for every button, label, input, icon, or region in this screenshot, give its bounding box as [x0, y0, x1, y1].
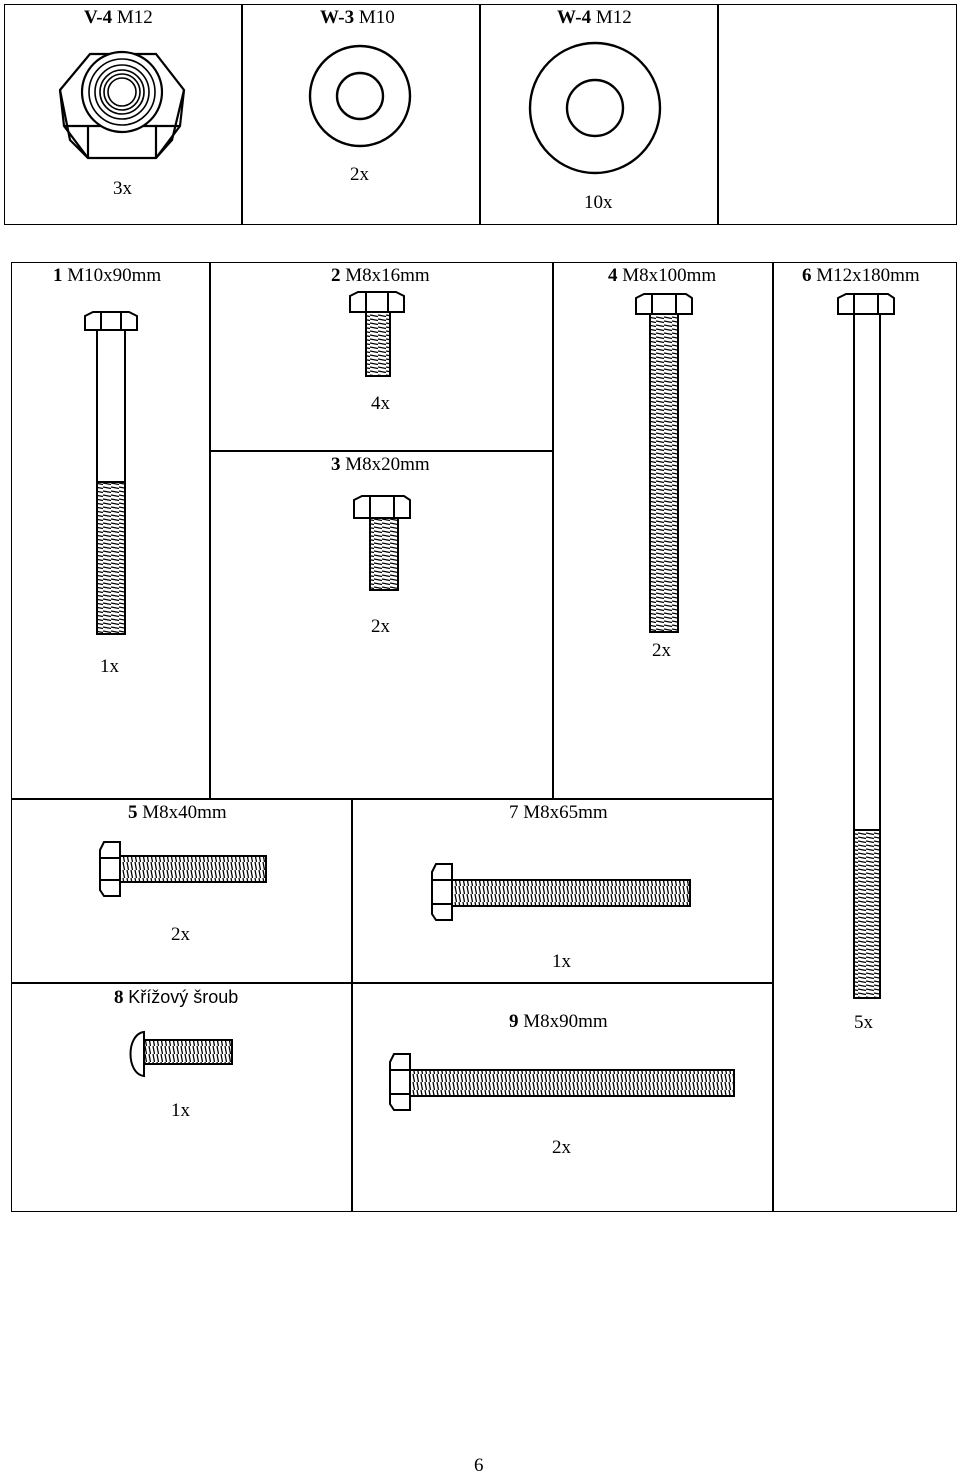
hex-bolt-icon [84, 311, 138, 635]
divider [209, 450, 553, 452]
bolt-label-7: 7 M8x65mm [509, 802, 608, 823]
qty-bolt-5: 2x [171, 924, 190, 945]
divider [11, 798, 773, 800]
qty-bolt-6: 5x [854, 1012, 873, 1033]
part-label-w3: W-3 M10 [320, 7, 395, 28]
hex-bolt-icon [837, 293, 895, 999]
divider [209, 262, 211, 798]
qty-bolt-4: 2x [652, 640, 671, 661]
divider [241, 4, 243, 225]
bolt-label-5: 5 M8x40mm [128, 802, 227, 823]
part-label-w4: W-4 M12 [557, 7, 632, 28]
qty-bolt-1: 1x [100, 656, 119, 677]
hex-lock-nut-icon [58, 50, 186, 160]
hex-bolt-icon [99, 841, 267, 897]
bolts-table [11, 262, 957, 1212]
hex-bolt-icon [635, 293, 693, 633]
bolt-label-9: 9 M8x90mm [509, 1011, 608, 1032]
hex-bolt-icon [389, 1053, 735, 1111]
divider [479, 4, 481, 225]
qty-bolt-8: 1x [171, 1100, 190, 1121]
phillips-screw-icon [129, 1030, 233, 1078]
divider [772, 262, 774, 1212]
bolt-label-1: 1 M10x90mm [53, 265, 162, 286]
washer-icon [308, 44, 412, 148]
bolt-label-4: 4 M8x100mm [608, 265, 717, 286]
part-label-v4: V-4 M12 [84, 7, 153, 28]
divider [717, 4, 719, 225]
qty-w3: 2x [350, 164, 369, 185]
qty-w4: 10x [584, 192, 613, 213]
qty-bolt-7: 1x [552, 951, 571, 972]
washer-icon [528, 41, 662, 175]
qty-bolt-3: 2x [371, 616, 390, 637]
hex-bolt-icon [349, 291, 405, 377]
bolt-label-3: 3 M8x20mm [331, 454, 430, 475]
bolt-label-2: 2 M8x16mm [331, 265, 430, 286]
page-number: 6 [474, 1455, 484, 1476]
hex-bolt-icon [431, 863, 691, 921]
qty-bolt-2: 4x [371, 393, 390, 414]
divider [552, 262, 554, 798]
hex-bolt-icon [353, 495, 411, 591]
qty-v4: 3x [113, 178, 132, 199]
qty-bolt-9: 2x [552, 1137, 571, 1158]
bolt-label-6: 6 M12x180mm [802, 265, 920, 286]
divider [11, 982, 773, 984]
bolt-label-8: 8 Křížový šroub [114, 987, 239, 1008]
divider [351, 798, 353, 1212]
